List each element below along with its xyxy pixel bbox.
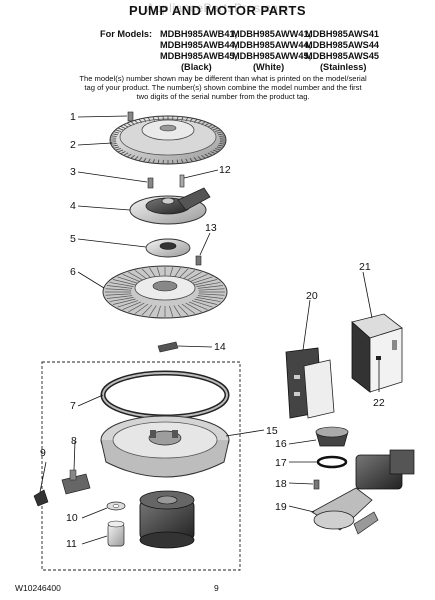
model-number: MDBH985AWB41, <box>160 29 238 39</box>
model-number: MDBH985AWS44 <box>305 40 380 50</box>
part-screw-13 <box>195 255 202 266</box>
callout-11: 11 <box>66 538 77 550</box>
callout-10: 10 <box>66 512 78 524</box>
callout-9: 9 <box>40 447 46 459</box>
part-clip-14 <box>157 341 179 353</box>
callout-3: 3 <box>70 166 76 178</box>
callout-19: 19 <box>275 501 287 513</box>
model-number: MDBH985AWW45, <box>232 51 312 61</box>
callout-12: 12 <box>219 164 231 176</box>
callout-2: 2 <box>70 139 76 151</box>
part-pins <box>147 174 185 189</box>
callout-20: 20 <box>306 290 318 302</box>
model-number: MDBH985AWB44, <box>160 40 238 50</box>
model-number: MDBH985AWS45 <box>305 51 380 61</box>
callout-4: 4 <box>70 200 76 212</box>
callout-7: 7 <box>70 400 76 412</box>
callout-13: 13 <box>205 222 217 234</box>
callout-15: 15 <box>266 425 278 437</box>
part-impeller-disc <box>145 238 191 258</box>
part-screw-1 <box>127 111 134 122</box>
leader-lines <box>39 115 380 545</box>
page-title: PUMP AND MOTOR PARTS <box>128 3 307 18</box>
part-control-box-21 <box>351 313 403 393</box>
part-filter-screen <box>109 115 227 165</box>
callout-6: 6 <box>70 266 76 278</box>
callout-16: 16 <box>275 438 287 450</box>
callout-22: 22 <box>373 397 385 409</box>
part-wash-motor <box>139 490 195 549</box>
part-drain-pump-19 <box>311 449 415 535</box>
part-pump-housing <box>100 415 230 478</box>
callout-21: 21 <box>359 261 371 273</box>
callout-17: 17 <box>275 457 287 469</box>
callout-14: 14 <box>214 341 226 353</box>
part-lever-9 <box>33 489 49 507</box>
callout-1: 1 <box>70 111 76 123</box>
page-number: 9 <box>214 583 219 593</box>
color-label-white: (White) <box>253 62 285 72</box>
color-label-black: (Black) <box>181 62 212 72</box>
model-number: MDBH985AWW41, <box>232 29 312 39</box>
part-drain-cap-16 <box>315 426 349 447</box>
for-models-label: For Models: <box>100 29 153 39</box>
part-11 <box>107 520 125 547</box>
callout-18: 18 <box>275 478 287 490</box>
part-washer-10 <box>106 501 126 511</box>
callout-8: 8 <box>71 435 77 447</box>
part-screw-18 <box>313 479 320 490</box>
part-cover-20 <box>285 347 335 419</box>
model-number: MDBH985AWW44, <box>232 40 312 50</box>
part-bracket-8 <box>61 469 91 495</box>
model-number: MDBH985AWB45, <box>160 51 238 61</box>
model-number: MDBH985AWS41 <box>305 29 380 39</box>
document-number: W10246400 <box>15 583 61 593</box>
part-chopper-assembly <box>129 187 211 225</box>
callout-5: 5 <box>70 233 76 245</box>
model-number-note: The model(s) number shown may be differe… <box>79 74 367 101</box>
assembly-15-dashed-box <box>41 361 241 571</box>
color-label-stainless: (Stainless) <box>320 62 367 72</box>
part-oring-17 <box>316 455 348 469</box>
part-seal-ring <box>100 370 230 420</box>
part-filter-housing <box>102 265 228 319</box>
watermark: AppliancePartsPros.com <box>146 1 289 15</box>
